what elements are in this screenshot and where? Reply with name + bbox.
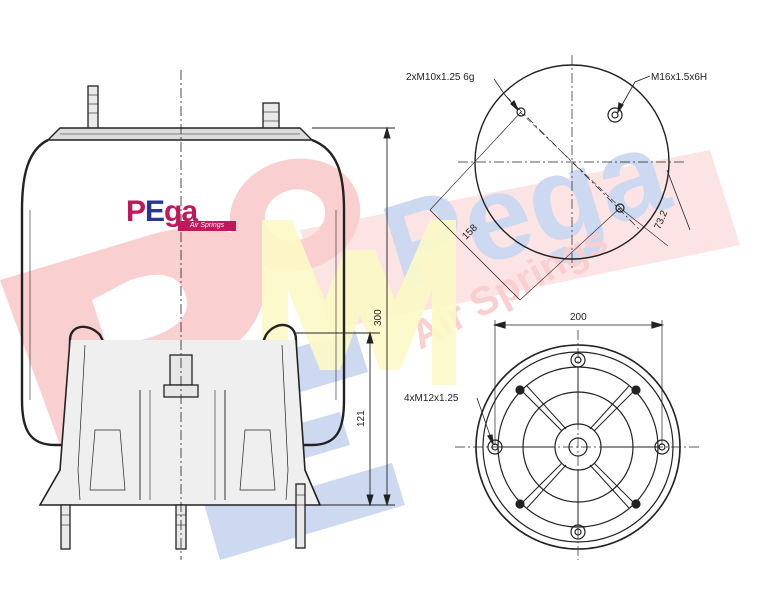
pega-logo: PEga Air Springs xyxy=(126,196,238,236)
top-port-fitting xyxy=(262,102,280,132)
dimension-200: 200 xyxy=(570,312,587,323)
dimension-height-300: 300 xyxy=(373,309,384,326)
watermark-red-band xyxy=(300,150,740,330)
top-stud-hole-a xyxy=(516,107,526,117)
top-port-hole xyxy=(607,107,623,123)
logo-air-springs-strip: Air Springs xyxy=(178,221,236,231)
logo-letter-e: E xyxy=(145,195,165,228)
piston-base-ribs xyxy=(498,367,658,527)
label-top-studs: 2xM10x1.25 6g xyxy=(406,72,474,83)
logo-letter-p: P xyxy=(126,195,146,228)
top-plate-view xyxy=(429,55,691,301)
watermark-yellow-m-shape xyxy=(262,220,456,385)
piston-base-view xyxy=(455,320,700,560)
height-dimensions xyxy=(296,126,395,507)
watermark-red-e-shape xyxy=(229,158,361,272)
label-bottom-threads: 4xM12x1.25 xyxy=(404,393,459,404)
top-stud-hole-b xyxy=(615,203,625,213)
base-bolt-hole-top xyxy=(570,352,586,368)
base-bolt-hole-bottom xyxy=(570,524,586,540)
bottom-stud-left xyxy=(60,504,71,550)
label-port-thread: M16x1.5x6H xyxy=(651,72,707,83)
bottom-stud-right xyxy=(295,483,306,549)
side-view xyxy=(20,70,346,560)
top-stud-left xyxy=(87,85,99,131)
dimension-height-121: 121 xyxy=(356,410,367,427)
